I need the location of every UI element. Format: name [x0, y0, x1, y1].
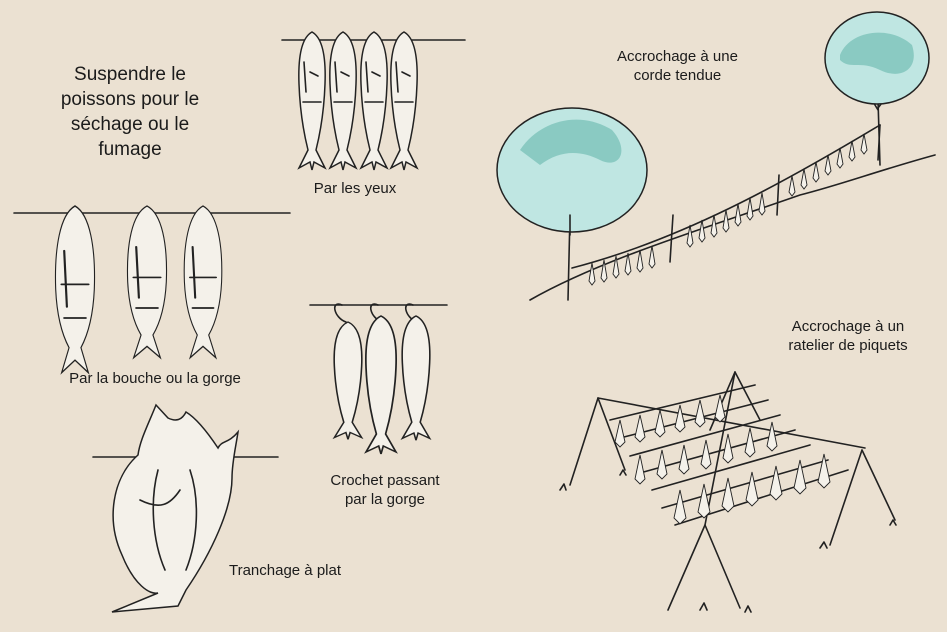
- rope-line-1: Accrochage à une: [600, 48, 755, 67]
- rope-line-2: corde tendue: [600, 67, 755, 86]
- rope-label: Accrochage à une corde tendue: [600, 48, 755, 86]
- intro-line-4: fumage: [50, 137, 210, 162]
- intro-label: Suspendre le poissons pour le séchage ou…: [50, 62, 210, 162]
- fish-on-hooks: [310, 304, 447, 454]
- right-tree: [825, 12, 929, 165]
- hook-line-1: Crochet passant: [315, 472, 455, 491]
- by-eyes-label: Par les yeux: [295, 180, 415, 199]
- hook-label: Crochet passant par la gorge: [315, 472, 455, 510]
- rack-scene: [560, 372, 896, 612]
- rack-line-2: ratelier de piquets: [758, 337, 938, 356]
- intro-line-2: poissons pour le: [50, 87, 210, 112]
- fish-hung-by-eyes: [282, 32, 465, 170]
- rack-line-1: Accrochage à un: [758, 318, 938, 337]
- rack-label: Accrochage à un ratelier de piquets: [758, 318, 938, 356]
- flat-split-fish: [93, 405, 278, 612]
- flat-label: Tranchage à plat: [205, 562, 365, 581]
- by-mouth-label: Par la bouche ou la gorge: [35, 370, 275, 389]
- fish-hung-by-mouth: [14, 206, 290, 373]
- hook-line-2: par la gorge: [315, 491, 455, 510]
- intro-line-3: séchage ou le: [50, 112, 210, 137]
- rack-legs: [570, 372, 895, 610]
- left-tree: [497, 108, 647, 300]
- intro-line-1: Suspendre le: [50, 62, 210, 87]
- split-fish: [112, 405, 238, 612]
- rack-fish: [615, 395, 830, 524]
